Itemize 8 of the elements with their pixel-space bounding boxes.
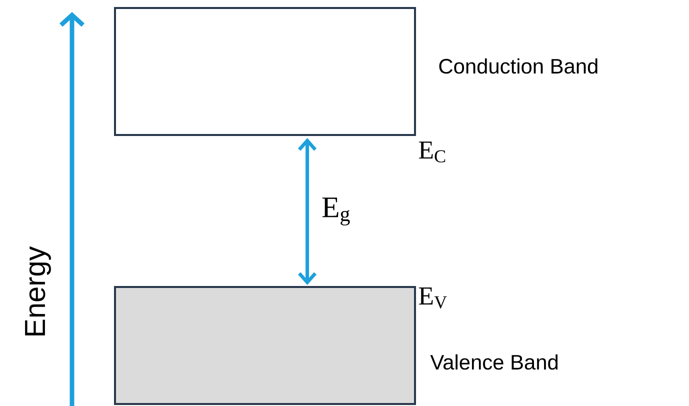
band-box bbox=[114, 7, 416, 136]
edge-label: E$_{g}$ bbox=[322, 198, 350, 226]
band-label: Valence Band bbox=[430, 354, 558, 370]
band-label: Conduction Band bbox=[439, 58, 598, 74]
band-box bbox=[114, 286, 416, 405]
axis-label: Energy bbox=[25, 246, 51, 336]
double-arrow bbox=[298, 138, 317, 285]
level-label: E$_{C}$ bbox=[418, 142, 446, 162]
